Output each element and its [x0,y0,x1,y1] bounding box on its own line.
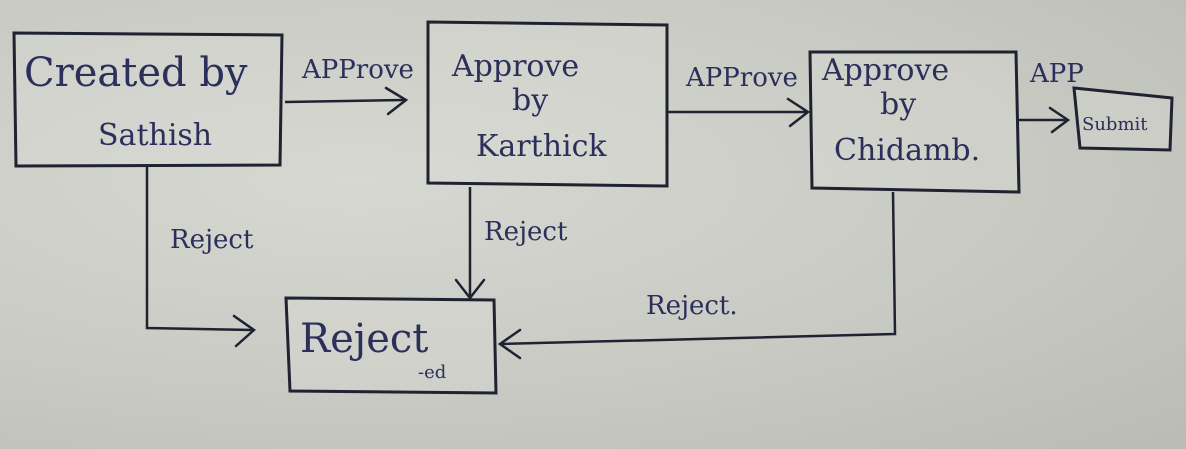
arrowhead [1048,106,1071,134]
node-box [808,50,1021,194]
node-label-line1: Created by [24,50,248,96]
edge-approve-karthick-chidamb: APProve [668,63,811,128]
node-approve-by-chidamb: Approve by Chidamb. [808,50,1021,194]
arrowhead [497,328,522,360]
edge-label: Reject [170,225,254,255]
edge-label: APProve [301,55,414,85]
node-label-line3: Karthick [476,129,607,164]
arrowhead [384,86,409,116]
edge-approve-chidamb-submit: APP [1018,59,1084,134]
edge-approve-sathish-karthick: APProve [284,55,414,116]
node-box [12,31,284,168]
edge-reject-karthick-rejected: Reject [454,187,568,301]
node-label-line2: by [512,83,548,118]
node-label-line1: Approve [451,49,579,84]
edge-line [284,98,405,104]
edge-label: APProve [685,63,798,93]
node-label-line2: Sathish [98,118,212,153]
node-label-line1: Approve [821,53,949,88]
arrowhead [454,278,486,301]
node-box [284,296,498,395]
node-box [1072,86,1174,152]
edge-line [145,167,253,332]
arrowhead [786,97,811,128]
node-rejected: Reject -ed [284,296,498,395]
node-box [426,20,669,188]
node-created-by-sathish: Created by Sathish [12,31,284,168]
edge-label: APP [1029,59,1084,89]
edge-reject-sathish-rejected: Reject [145,167,257,348]
edge-line [499,191,897,346]
node-label-line1: Reject [300,316,428,362]
node-submit: Submit [1072,86,1174,152]
edge-label: Reject [484,217,568,247]
edge-reject-chidamb-rejected: Reject. [497,191,897,360]
node-label-line3: Chidamb. [834,133,980,168]
node-approve-by-karthick: Approve by Karthick [426,20,669,188]
node-label-line2: by [880,87,916,122]
arrowhead [232,314,257,348]
node-label-line2: -ed [418,362,446,383]
edge-label: Reject. [646,291,738,321]
node-label: Submit [1082,114,1148,135]
